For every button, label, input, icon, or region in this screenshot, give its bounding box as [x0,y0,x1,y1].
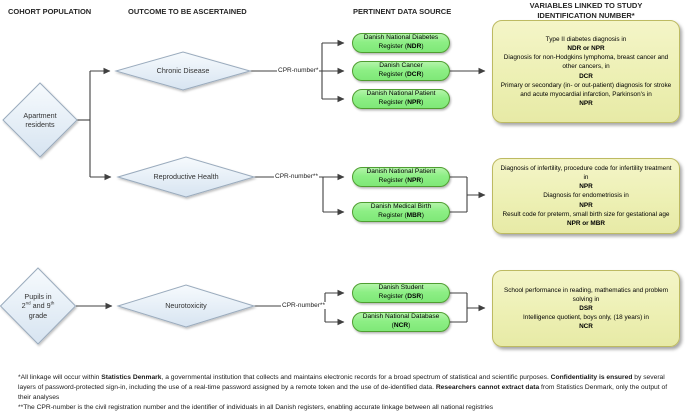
column-header-outcome: OUTCOME TO BE ASCERTAINED [128,7,247,16]
cpr-number-label-row3: CPR-number** [281,302,326,309]
footnote-linkage: *All linkage will occur within Statistic… [18,373,672,403]
register-dcr-line2: Register (DCR) [353,71,449,80]
column-header-variables-line1: VARIABLES LINKED TO STUDY [529,1,643,10]
register-npr2-line1: Danish National Patient [366,168,436,176]
register-mbr-prefix: Register ( [378,212,407,219]
variables-box-chronic-disease: Type II diabetes diagnosis in NDR or NPR… [492,20,680,123]
column-header-cohort: COHORT POPULATION [8,7,92,16]
register-mbr-line2: Register (MBR) [353,212,449,221]
register-ncr-acronym: NCR [393,322,409,329]
register-dsr-prefix: Register ( [378,293,408,300]
register-ndr-line2: Register (NDR) [353,43,449,52]
register-npr-prefix: Register ( [378,99,408,106]
variable-item: Intelligence quotient, boys only, (18 ye… [523,314,649,322]
variable-register-ref: NDR or NPR [567,45,605,53]
variables-box-neurotoxicity: School performance in reading, mathemati… [492,270,680,347]
register-ndr-prefix: Register ( [378,43,408,50]
register-dsr-line2: Register (DSR) [353,293,449,302]
register-npr2-prefix: Register ( [378,177,408,184]
register-dcr-line1: Danish Cancer [379,62,423,70]
register-npr2-acronym: NPR [407,177,422,184]
register-dsr-acronym: DSR [407,293,422,300]
register-dcr-prefix: Register ( [378,71,408,78]
variable-item: Diagnosis for endometriosis in [543,192,629,200]
variable-register-ref: DSR [579,304,593,312]
register-ncr-line1: Danish National Database [362,313,440,321]
variable-register-ref: NPR [579,99,593,107]
footnote-text: *All linkage will occur within [18,374,102,381]
cpr-number-label-row2: CPR-number** [274,173,319,180]
column-header-variables: VARIABLES LINKED TO STUDY IDENTIFICATION… [492,1,680,21]
variable-register-ref: NPR or MBR [567,219,605,227]
register-ncr-line2: (NCR) [353,322,449,331]
diamond-shapes [0,51,256,345]
footnote-bold: Researchers cannot extract data [435,384,540,392]
footnote-cpr-number: **The CPR-number is the civil registrati… [18,404,494,412]
register-dcr-suffix: ) [421,71,424,78]
variables-box-reproductive-health: Diagnosis of infertility, procedure code… [492,158,680,234]
register-npr2-suffix: ) [421,177,424,184]
column-header-variables-line2: IDENTIFICATION NUMBER* [537,11,635,21]
register-ncr-suffix: ) [408,322,411,329]
variable-item: School performance in reading, mathemati… [503,286,669,303]
register-box-mbr: Danish Medical Birth Register (MBR) [352,202,450,222]
register-ndr-suffix: ) [421,43,424,50]
diamond-shape-apartment [2,82,78,158]
register-box-dcr: Danish Cancer Register (DCR) [352,61,450,81]
diamond-shape-chronic [114,51,252,91]
register-box-npr: Danish National Patient Register (NPR) [352,89,450,109]
register-dcr-acronym: DCR [407,71,422,78]
variable-register-ref: NPR [579,201,593,209]
register-ndr-acronym: NDR [407,43,422,50]
variable-item: Type II diabetes diagnosis in [545,36,627,44]
register-npr-line2: Register (NPR) [353,99,449,108]
register-ndr-line1: Danish National Diabetes [363,34,439,42]
variable-item: Result code for preterm, small birth siz… [502,210,670,218]
register-dsr-suffix: ) [421,293,424,300]
diamond-shape-pupils [0,267,77,345]
register-npr-line1: Danish National Patient [366,90,436,98]
footnote-text: by several layers of password-protected … [18,374,665,392]
footnote-bold: Statistics Denmark [101,374,162,381]
variable-item: Primary or secondary (in- or out-patient… [500,81,672,98]
variable-item: Diagnosis of infertility, procedure code… [500,165,672,182]
register-npr-acronym: NPR [407,99,422,106]
register-mbr-acronym: MBR [406,212,422,219]
variable-register-ref: DCR [579,72,593,80]
register-npr2-line2: Register (NPR) [353,177,449,186]
register-npr-suffix: ) [421,99,424,106]
footnotes: *All linkage will occur within Statistic… [18,373,672,413]
register-ncr-prefix: ( [391,322,394,329]
cpr-number-label-row1: CPR-number* [277,67,320,74]
register-mbr-suffix: ) [421,212,424,219]
footnote-text: from Statistics Denmark, only the output… [18,384,668,402]
column-header-data-source: PERTINENT DATA SOURCE [353,7,452,16]
footnote-bold: Confidentiality is ensured [550,374,633,381]
diamond-shape-neurotoxicity [116,284,256,328]
footnote-text: , a governmental institution that collec… [161,374,551,381]
register-box-ncr: Danish National Database (NCR) [352,312,450,332]
register-box-dsr: Danish Student Register (DSR) [352,283,450,303]
variable-register-ref: NPR [579,183,593,191]
diamond-shape-reproductive [116,156,256,198]
register-box-npr2: Danish National Patient Register (NPR) [352,167,450,187]
register-box-ndr: Danish National Diabetes Register (NDR) [352,33,450,53]
variable-register-ref: NCR [579,323,593,331]
variable-item: Diagnosis for non-Hodgkins lymphoma, bre… [503,54,669,71]
register-dsr-line1: Danish Student [378,284,424,292]
register-mbr-line1: Danish Medical Birth [370,203,432,211]
